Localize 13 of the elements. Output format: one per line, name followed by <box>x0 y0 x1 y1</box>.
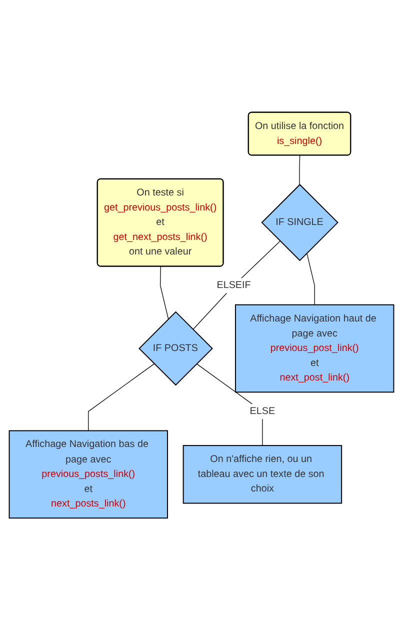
connector-line <box>306 252 315 305</box>
process-box: Affichage Navigation haut de page avec previous_post_link() et next_post_link() <box>235 304 394 392</box>
decision-diamond: IF POSTS <box>138 311 213 386</box>
decision-diamond: IF SINGLE <box>261 184 338 261</box>
process-box: On n'affiche rien, ou un tableau avec un texte de son choix <box>182 444 342 504</box>
connector-line <box>88 363 155 431</box>
edge-label: ELSEIF <box>216 278 251 293</box>
edge-label: ELSE <box>250 404 276 419</box>
connector-line <box>299 154 300 185</box>
connector-line <box>160 266 169 320</box>
speech-bubble: On utilise la fonction is_single() <box>248 112 352 156</box>
speech-bubble: On teste si get_previous_posts_link() et get_next_posts_link() ont une valeur <box>96 178 224 267</box>
process-box: Affichage Navigation bas de page avec previous_posts_link() et next_posts_link() <box>8 430 168 518</box>
